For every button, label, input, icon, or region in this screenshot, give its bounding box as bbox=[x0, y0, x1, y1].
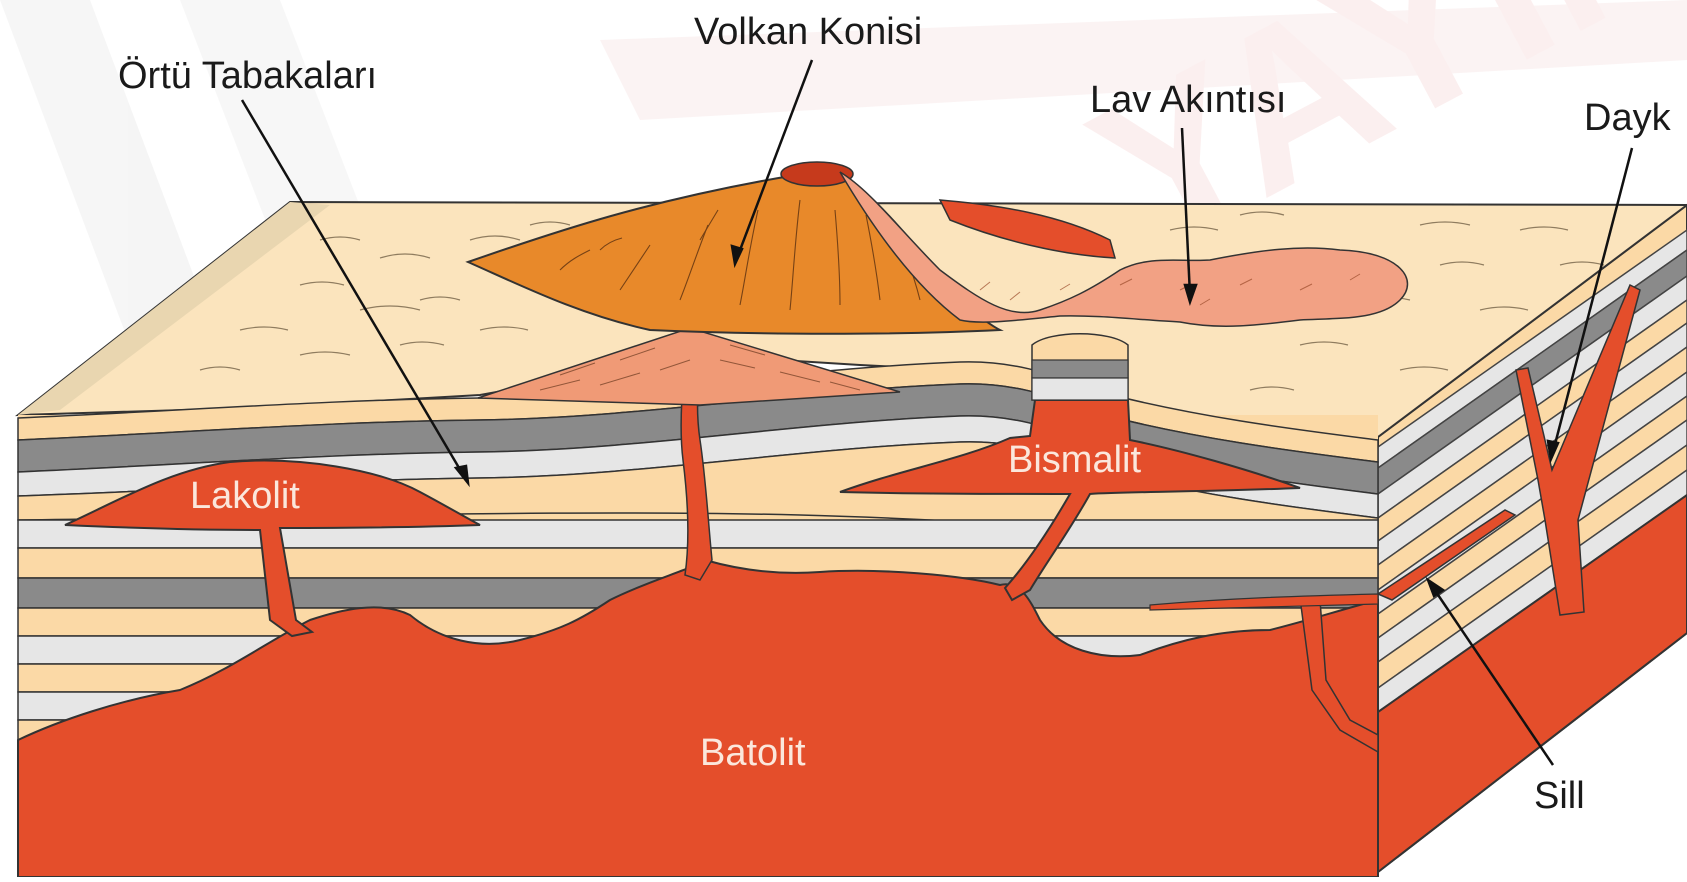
label-sill: Sill bbox=[1534, 775, 1585, 817]
label-dayk: Dayk bbox=[1584, 97, 1672, 139]
label-bismalit: Bismalit bbox=[1008, 439, 1141, 481]
label-volkan-konisi: Volkan Konisi bbox=[694, 11, 922, 53]
bismalit-plug bbox=[1032, 334, 1128, 400]
label-lav-akintisi: Lav Akıntısı bbox=[1090, 79, 1286, 121]
label-lakolit: Lakolit bbox=[190, 475, 300, 517]
label-batolit: Batolit bbox=[700, 732, 806, 774]
label-ortu-tabakalari: Örtü Tabakaları bbox=[118, 55, 377, 97]
